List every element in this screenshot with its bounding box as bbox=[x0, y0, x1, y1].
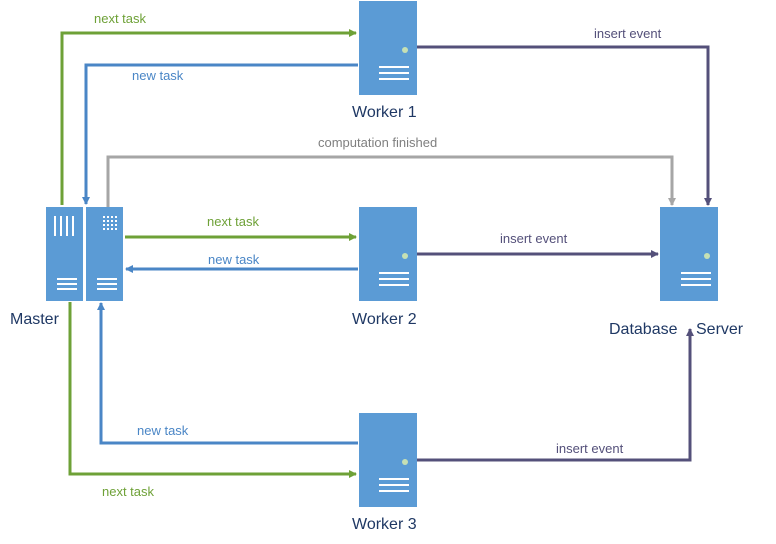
label-new-task-w1: new task bbox=[132, 68, 184, 83]
edge-insert-event-w3 bbox=[417, 328, 694, 462]
database-label: Database bbox=[609, 321, 678, 338]
master-node: Master bbox=[10, 207, 123, 328]
label-insert-event-w1: insert event bbox=[594, 26, 662, 41]
server-icon bbox=[660, 207, 718, 301]
label-next-task-w2: next task bbox=[207, 214, 260, 229]
worker2-label: Worker 2 bbox=[352, 311, 417, 328]
worker1-label: Worker 1 bbox=[352, 104, 417, 121]
master-label: Master bbox=[10, 311, 60, 328]
label-computation-finished: computation finished bbox=[318, 135, 437, 150]
label-insert-event-w3: insert event bbox=[556, 441, 624, 456]
edge-next-task-w1 bbox=[60, 29, 357, 205]
database-server-node: Database Server bbox=[609, 207, 744, 338]
edge-new-task-w1 bbox=[82, 63, 358, 205]
server-icon bbox=[359, 207, 417, 301]
worker3-label: Worker 3 bbox=[352, 516, 417, 533]
worker2-node: Worker 2 bbox=[352, 207, 417, 328]
edge-insert-event-w1 bbox=[417, 45, 712, 206]
server-pair-icon bbox=[46, 207, 123, 301]
server-label: Server bbox=[696, 321, 744, 338]
edge-new-task-w3 bbox=[97, 302, 358, 445]
label-insert-event-w2: insert event bbox=[500, 231, 568, 246]
server-icon bbox=[359, 1, 417, 95]
worker1-node: Worker 1 bbox=[352, 1, 417, 121]
server-icon bbox=[359, 413, 417, 507]
edge-next-task-w3 bbox=[68, 302, 357, 478]
label-next-task-w1: next task bbox=[94, 11, 147, 26]
edge-computation-finished bbox=[106, 155, 676, 207]
label-new-task-w2: new task bbox=[208, 252, 260, 267]
label-new-task-w3: new task bbox=[137, 423, 189, 438]
worker3-node: Worker 3 bbox=[352, 413, 417, 533]
label-next-task-w3: next task bbox=[102, 484, 155, 499]
